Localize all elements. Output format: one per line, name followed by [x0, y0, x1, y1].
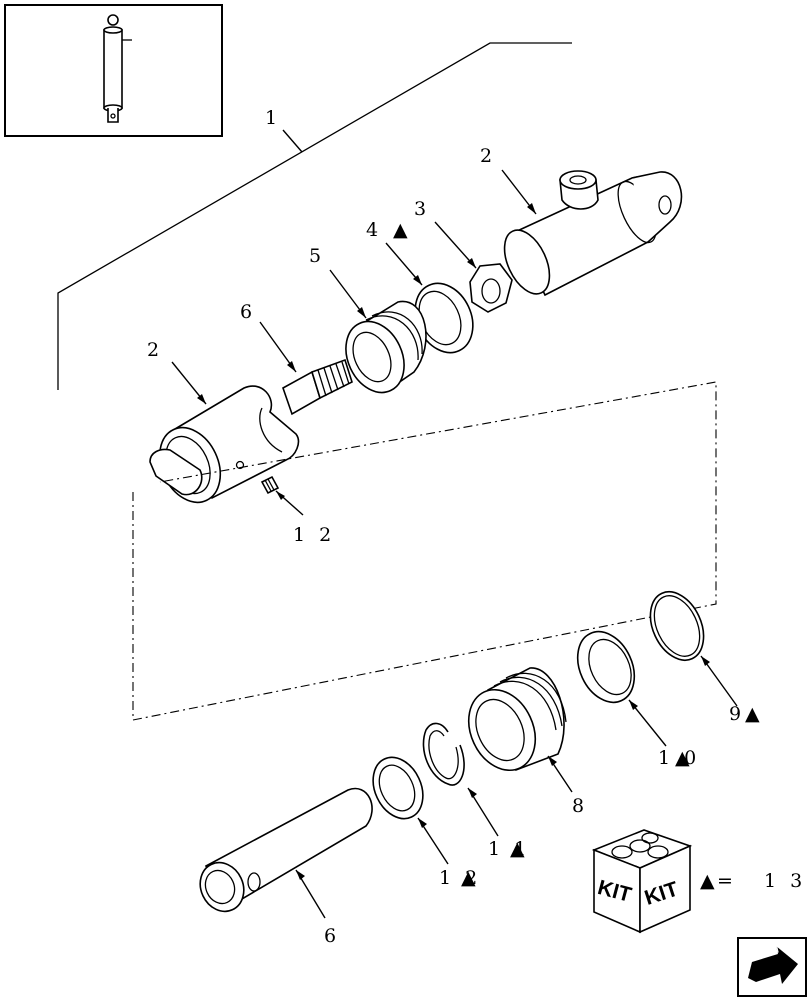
marker-11: ▲	[461, 867, 480, 889]
part-6-piston-rod: 6	[240, 301, 353, 416]
part-7-gland: 8	[467, 667, 588, 817]
callout-12: 1 2	[293, 524, 335, 546]
marker-4: ▲	[393, 219, 412, 241]
callout-2-lower: 2	[147, 339, 163, 361]
kit-box-icon: KIT KIT	[591, 829, 693, 934]
callout-5: 5	[309, 245, 325, 267]
projection-box	[132, 381, 717, 721]
callout-7: 8	[572, 795, 588, 817]
part-9-backup-ring: 1 0 ▲	[576, 630, 700, 769]
callout-8: 9	[729, 703, 745, 725]
legend-equals: =	[717, 870, 737, 892]
part-11-wiper-ring: 1 2 ▲	[372, 756, 481, 889]
legend-ref: 1 3	[764, 870, 806, 892]
part-2-lower-rod-end: 2	[147, 339, 300, 504]
cylinder-thumbnail-icon	[103, 14, 132, 123]
callout-2-upper: 2	[480, 145, 496, 167]
callout-4: 4	[366, 219, 382, 241]
part-3-nut: 3	[414, 198, 513, 313]
part-2-upper-end-cap: 2	[480, 145, 683, 297]
callout-3: 3	[414, 198, 430, 220]
part-6-tube: 6	[199, 787, 373, 947]
marker-8: ▲	[745, 703, 764, 725]
legend-symbol: ▲	[700, 870, 719, 892]
kit-legend: ▲ = 1 3	[700, 870, 806, 892]
callout-6-lower: 6	[324, 925, 340, 947]
marker-9: ▲	[675, 747, 694, 769]
assembly-bracket-1: 1	[57, 42, 572, 390]
arrow-next-icon	[748, 943, 798, 984]
thread-section	[311, 358, 353, 400]
marker-10: ▲	[510, 838, 529, 860]
thumbnail-inset	[4, 4, 223, 137]
part-5-piston: 5	[309, 245, 427, 394]
callout-1: 1	[265, 107, 281, 129]
callout-6-upper: 6	[240, 301, 256, 323]
part-10-snap-ring: 1 1 ▲	[422, 722, 530, 860]
callout-9: 1 0	[658, 747, 700, 769]
part-4-ring: 4 ▲	[366, 219, 474, 354]
next-page-button[interactable]	[737, 937, 807, 997]
callout-10: 1 1	[488, 838, 530, 860]
callout-11: 1 2	[439, 867, 481, 889]
part-8-o-ring: 9 ▲	[649, 591, 764, 725]
part-12-set-screw: 1 2	[260, 475, 335, 546]
